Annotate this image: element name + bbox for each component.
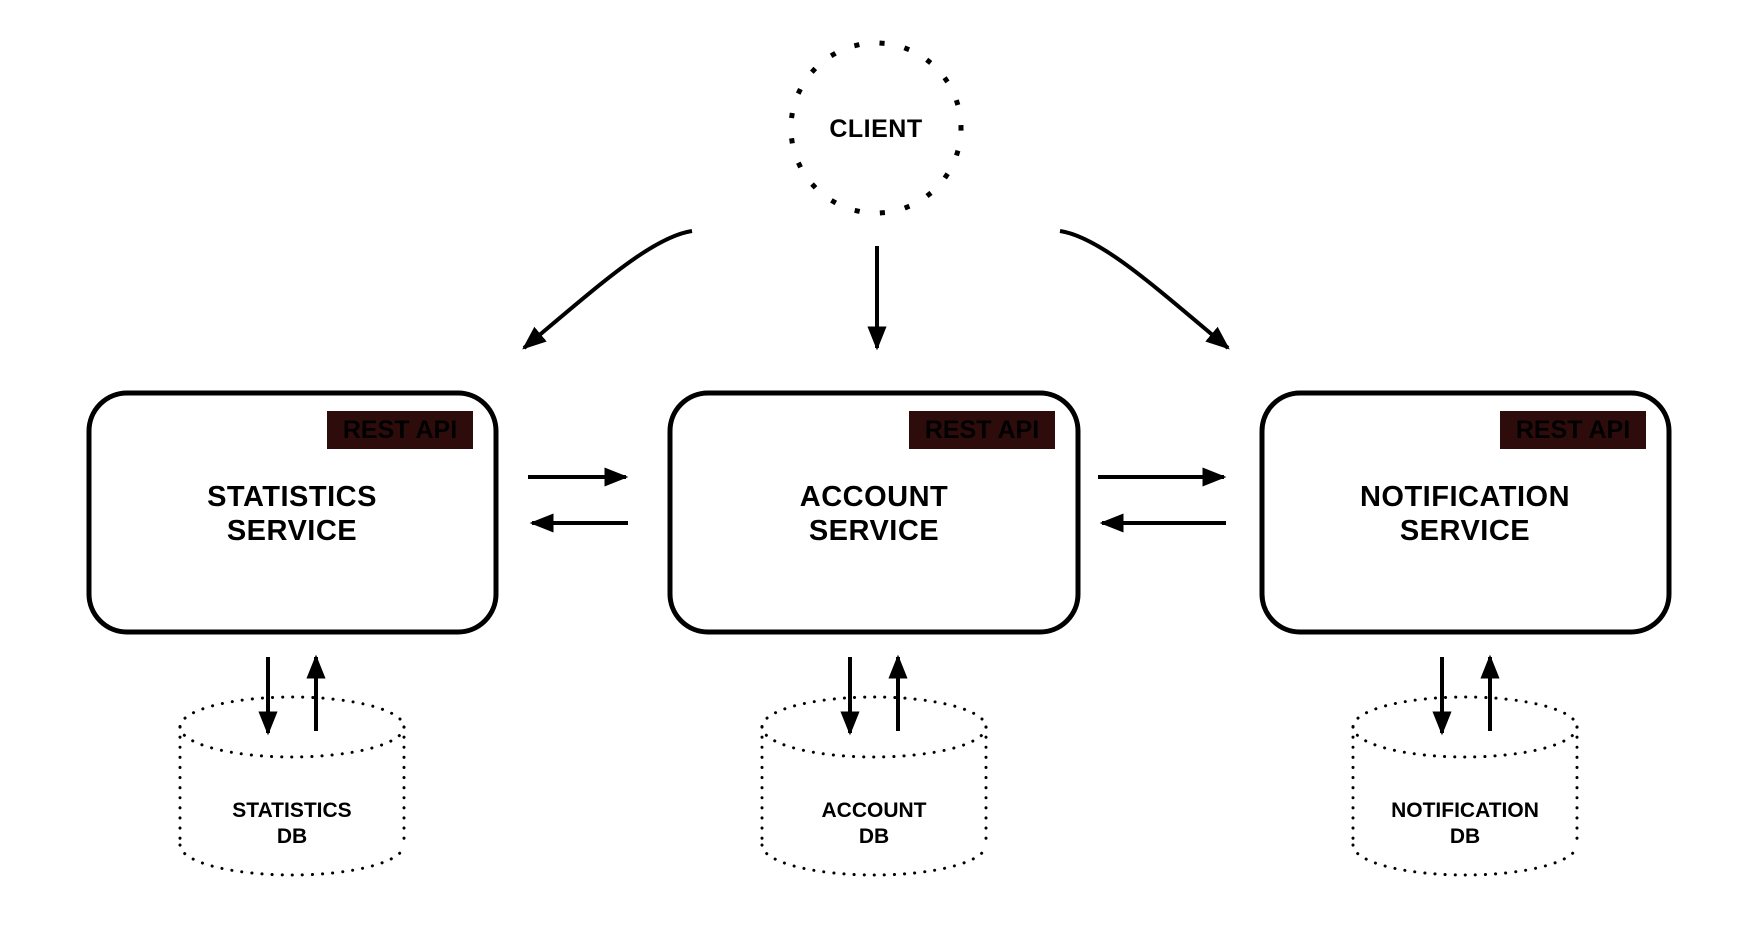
statistics-db-cylinder-top xyxy=(178,695,406,759)
statistics-db-cylinder-bottom xyxy=(178,843,406,877)
statistics-rest-api-badge-label: REST API xyxy=(343,416,457,444)
statistics-service-label-line2: SERVICE xyxy=(227,515,357,547)
client-circle xyxy=(788,40,964,216)
account-service-box xyxy=(667,390,1081,635)
notification-db-node: NOTIFICATION DB xyxy=(1351,654,1579,877)
account-notification-arrows xyxy=(1098,467,1227,533)
account-db-label-line1: ACCOUNT xyxy=(822,799,927,822)
arrow-client-to-statistics xyxy=(522,229,693,350)
client-node: CLIENT xyxy=(788,40,964,216)
account-db-label-line2: DB xyxy=(859,825,889,848)
statistics-rest-api-badge xyxy=(327,411,473,449)
client-label: CLIENT xyxy=(829,115,922,143)
account-service-label-line1: ACCOUNT xyxy=(800,481,949,513)
notification-service-node: REST API NOTIFICATION SERVICE xyxy=(1259,390,1672,635)
arrow-client-to-notification xyxy=(1059,229,1230,350)
account-rest-api-badge-label: REST API xyxy=(925,416,1039,444)
account-rest-api-badge xyxy=(909,411,1055,449)
statistics-service-box xyxy=(86,390,499,635)
account-db-node: ACCOUNT DB xyxy=(760,654,988,877)
account-service-node: REST API ACCOUNT SERVICE xyxy=(667,390,1081,635)
notification-service-label-line2: SERVICE xyxy=(1400,515,1530,547)
statistics-db-node: STATISTICS DB xyxy=(178,654,406,877)
notification-rest-api-badge-label: REST API xyxy=(1516,416,1630,444)
notification-db-label-line2: DB xyxy=(1450,825,1480,848)
statistics-service-label-line1: STATISTICS xyxy=(207,481,377,513)
client-arrows xyxy=(522,229,1230,351)
account-db-cylinder-bottom xyxy=(760,843,988,877)
notification-db-cylinder-bottom xyxy=(1351,843,1579,877)
notification-db-label-line1: NOTIFICATION xyxy=(1391,799,1539,822)
notification-rest-api-badge xyxy=(1500,411,1646,449)
statistics-service-node: REST API STATISTICS SERVICE xyxy=(86,390,499,635)
notification-db-cylinder-top xyxy=(1351,695,1579,759)
notification-service-box xyxy=(1259,390,1672,635)
statistics-account-arrows xyxy=(528,467,629,533)
account-service-label-line2: SERVICE xyxy=(809,515,939,547)
statistics-db-label-line2: DB xyxy=(277,825,307,848)
statistics-db-label-line1: STATISTICS xyxy=(232,799,351,822)
account-db-cylinder-top xyxy=(760,695,988,759)
notification-service-label-line1: NOTIFICATION xyxy=(1360,481,1570,513)
